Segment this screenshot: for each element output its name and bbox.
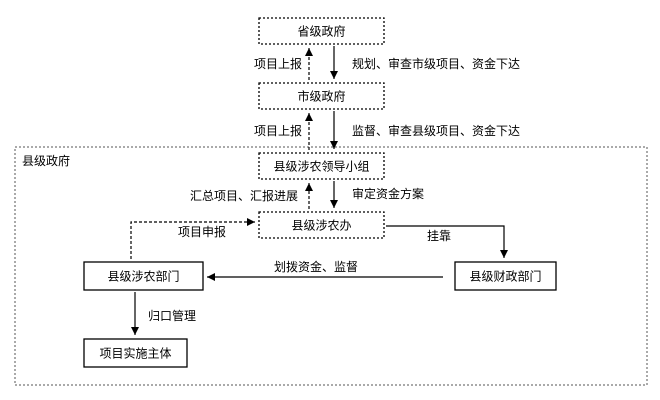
node-agri-office: 县级涉农办 (258, 211, 385, 239)
edge-muni-to-prov-label: 项目上报 (254, 56, 302, 71)
county-government-region-label: 县级政府 (22, 153, 70, 168)
edge-office-to-finance-arrow (386, 225, 508, 258)
node-agri-departments: 县级涉农部门 (83, 261, 204, 291)
node-provincial-government-label: 省级政府 (297, 24, 345, 39)
node-provincial-government: 省级政府 (258, 17, 385, 45)
edge-office-to-group-label: 汇总项目、汇报进展 (190, 188, 298, 203)
edge-finance-to-dept-label: 划拨资金、监督 (274, 259, 358, 274)
edge-group-to-muni-label: 项目上报 (254, 123, 302, 138)
edge-prov-to-muni-label: 规划、审查市级项目、资金下达 (352, 56, 520, 71)
edge-dept-to-implementer-label: 归口管理 (148, 308, 196, 323)
node-leading-group: 县级涉农领导小组 (258, 152, 385, 180)
node-leading-group-label: 县级涉农领导小组 (273, 160, 369, 174)
edge-muni-to-group-label: 监督、审查县级项目、资金下达 (352, 123, 520, 138)
edge-dept-to-office-label: 项目申报 (178, 224, 226, 239)
node-finance-department-label: 县级财政部门 (469, 269, 541, 284)
node-project-implementer-label: 项目实施主体 (99, 346, 171, 361)
edge-group-to-office-label: 审定资金方案 (352, 186, 424, 201)
node-agri-office-label: 县级涉农办 (291, 218, 351, 233)
node-municipal-government-label: 市级政府 (297, 89, 345, 104)
edge-office-to-finance-label: 挂靠 (427, 229, 451, 243)
node-finance-department: 县级财政部门 (454, 261, 557, 291)
node-municipal-government: 市级政府 (258, 82, 385, 110)
node-agri-departments-label: 县级涉农部门 (107, 269, 179, 284)
node-project-implementer: 项目实施主体 (83, 338, 188, 368)
edge-dept-to-office-arrow (130, 218, 255, 259)
